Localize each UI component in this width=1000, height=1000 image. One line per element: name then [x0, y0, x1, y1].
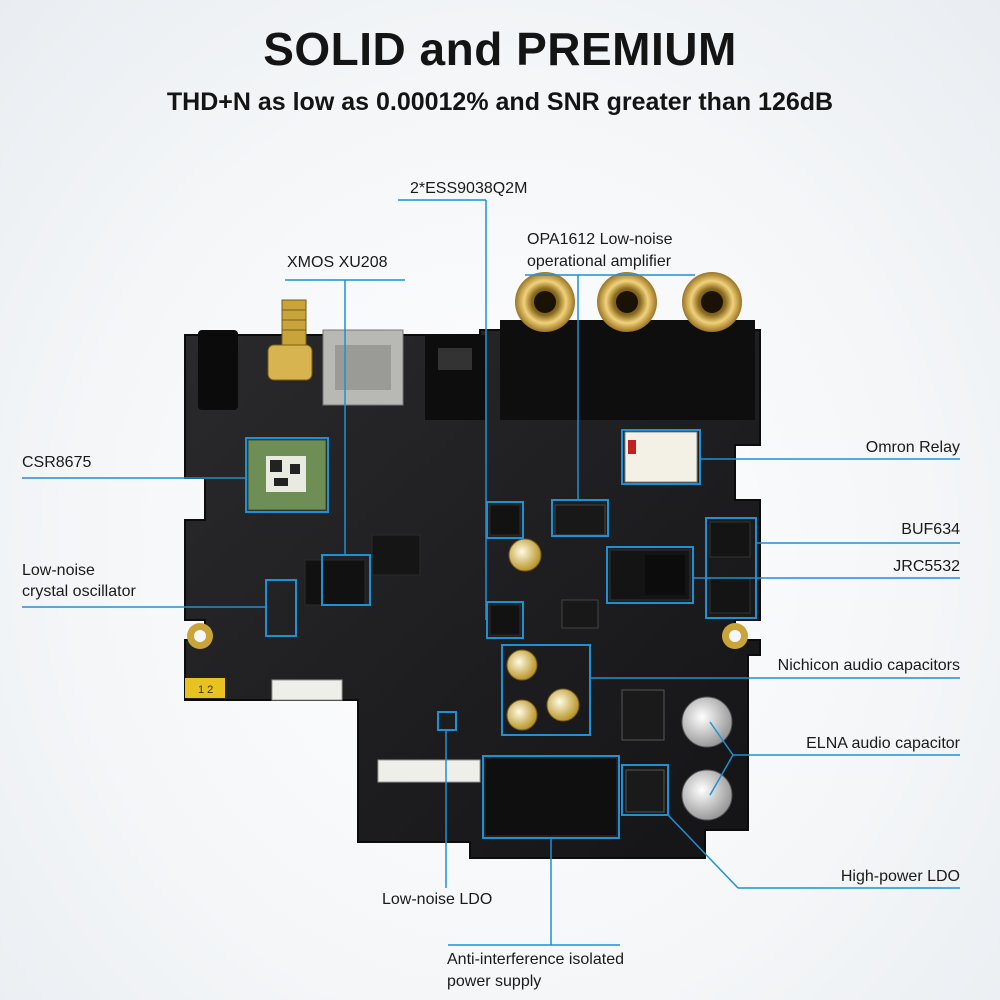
label-omron: Omron Relay — [865, 439, 960, 456]
opa1612-chip — [554, 504, 606, 536]
csr8675-highlight — [245, 437, 329, 513]
ess-highlight-2 — [486, 601, 524, 639]
page-subtitle: THD+N as low as 0.00012% and SNR greater… — [166, 88, 834, 116]
nichicon-capacitor — [508, 538, 542, 572]
opa1612-highlight — [551, 499, 609, 537]
regulator-78m09 — [621, 689, 665, 741]
ess-highlight-1 — [486, 501, 524, 539]
isolated-power-module — [484, 757, 618, 837]
label-isolated-line2: power supply — [447, 973, 542, 990]
label-elna: ELNA audio capacitor — [806, 735, 960, 752]
label-crystal-line1: Low-noise — [22, 562, 95, 579]
nichicon-capacitor — [506, 649, 538, 681]
buf634-chip-1 — [709, 521, 751, 558]
label-csr8675: CSR8675 — [22, 454, 92, 471]
jrc5532-highlight — [606, 546, 694, 604]
xmos-highlight — [321, 554, 371, 606]
label-low-noise-ldo: Low-noise LDO — [382, 891, 493, 908]
label-jrc5532: JRC5532 — [893, 558, 960, 575]
elna-capacitor — [681, 769, 733, 821]
ess-dac-chip-1 — [489, 504, 521, 536]
label-crystal-line2: crystal oscillator — [22, 583, 136, 600]
elna-capacitor — [681, 696, 733, 748]
label-opa1612-line2: operational amplifier — [527, 253, 672, 270]
page-title: SOLID and PREMIUM — [263, 23, 737, 75]
rca-housing — [500, 320, 755, 420]
high-power-ldo-highlight — [621, 764, 669, 816]
label-buf634: BUF634 — [901, 521, 960, 538]
crystal-highlight — [265, 579, 297, 637]
buf634-chip-2 — [709, 577, 751, 614]
ess-dac-chip-2 — [489, 604, 521, 636]
omron-highlight — [621, 429, 701, 485]
nichicon-highlight — [501, 644, 591, 736]
optical-input — [425, 335, 485, 420]
label-xmos: XMOS XU208 — [287, 254, 388, 271]
label-ess9038: 2*ESS9038Q2M — [410, 180, 528, 197]
low-noise-ldo-highlight — [437, 711, 457, 731]
ribbon-connector — [377, 759, 481, 783]
buf634-highlight — [705, 517, 757, 619]
dc-jack — [198, 330, 238, 410]
label-high-power-ldo: High-power LDO — [840, 868, 960, 885]
svg-text:1 2: 1 2 — [198, 684, 213, 696]
xmos-chip — [304, 559, 366, 606]
nichicon-capacitor — [506, 699, 538, 731]
label-isolated-line1: Anti-interference isolated — [447, 951, 624, 968]
label-opa1612-line1: OPA1612 Low-noise — [527, 231, 673, 248]
sma-antenna-connector — [267, 299, 313, 381]
nichicon-capacitor — [546, 688, 580, 722]
label-nichicon: Nichicon audio capacitors — [777, 657, 960, 674]
omron-relay — [624, 431, 698, 483]
high-power-ldo-chip — [625, 769, 665, 813]
